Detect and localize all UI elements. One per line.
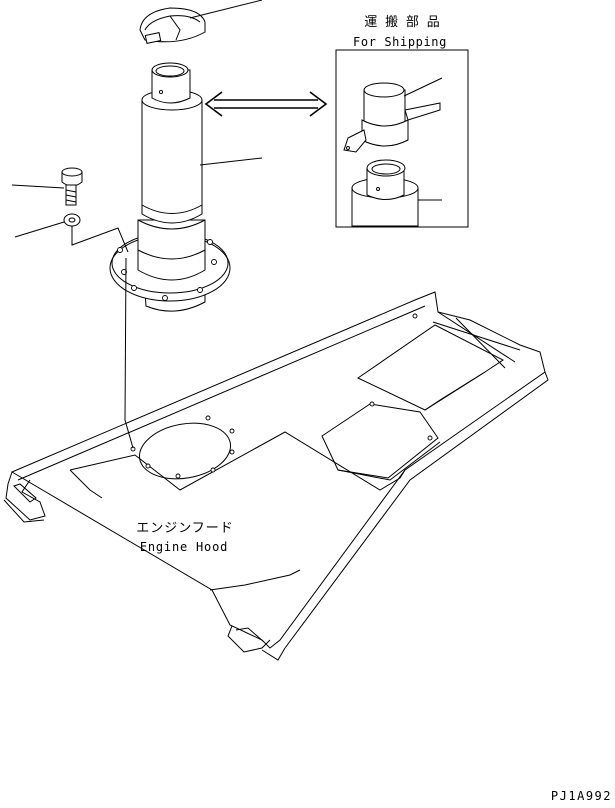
- engine-hood-label-en: Engine Hood: [140, 540, 228, 554]
- leader-lines: [11, 0, 263, 449]
- rain-cap: [139, 7, 206, 44]
- engine-hood-label-jp: エンジンフード: [136, 521, 234, 536]
- mounting-bolt: [61, 167, 83, 206]
- engine-hood-panel: [3, 291, 549, 661]
- stack-tip-shipping: [351, 159, 442, 227]
- double-arrow-icon: [204, 91, 328, 117]
- exhaust-stack: [109, 62, 231, 312]
- shipping-inset: 運 搬 部 品 For Shipping: [335, 15, 469, 228]
- figure-code: PJ1A992: [551, 789, 612, 803]
- shipping-label-jp: 運 搬 部 品: [364, 15, 439, 30]
- shipping-label-en: For Shipping: [353, 35, 447, 49]
- shipping-cover: [343, 77, 443, 153]
- washer: [63, 213, 81, 227]
